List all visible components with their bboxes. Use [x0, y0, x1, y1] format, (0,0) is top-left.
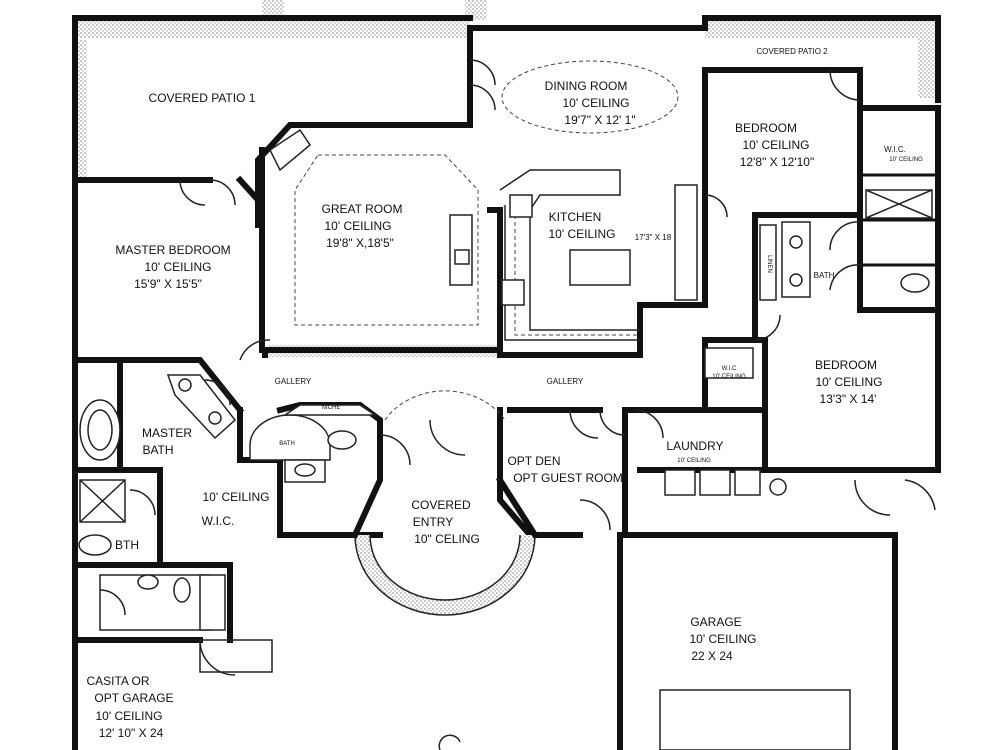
bedroom-3-ceiling: 10' CEILING [816, 375, 883, 389]
bedroom-3-label: BEDROOM [815, 358, 877, 372]
bedroom-3-size: 13'3" X 14' [820, 392, 877, 406]
kitchen-counters [499, 169, 698, 341]
master-bedroom-ceiling: 10' CEILING [145, 260, 212, 274]
master-bath-label-line2: BATH [142, 443, 173, 457]
door-swings [99, 59, 936, 750]
dining-room-size: 19'7" X 12' 1" [564, 113, 635, 127]
garage-ceiling: 10' CEILING [690, 632, 757, 646]
garage-size: 22 X 24 [691, 649, 733, 663]
bedroom-2-label: BEDROOM [735, 121, 797, 135]
wic-bedroom-2-label: W.I.C. [884, 145, 906, 154]
dining-room-label: DINING ROOM [545, 79, 628, 93]
great-room-label: GREAT ROOM [322, 202, 403, 216]
casita-label-line2: OPT GARAGE [94, 691, 173, 705]
laundry-ceiling: 10' CEILING [677, 458, 711, 464]
casita-label-line1: CASITA OR [86, 674, 149, 688]
bedroom-2-ceiling: 10' CEILING [743, 138, 810, 152]
casita-size: 12' 10" X 24 [99, 726, 164, 740]
wic-bedroom-2-ceiling: 10' CEILING [889, 157, 923, 163]
covered-patio-2-label: COVERED PATIO 2 [756, 47, 828, 56]
bedroom-bath-fixtures [759, 189, 933, 301]
master-bedroom-size: 15'9" X 15'5" [134, 277, 202, 291]
bedroom-2-size: 12'8" X 12'10" [740, 155, 815, 169]
hall-bath-fixtures [249, 404, 378, 483]
covered-patio-1-label: COVERED PATIO 1 [149, 91, 256, 105]
niche-label: NICHE [322, 405, 341, 411]
great-room-ceiling: 10' CEILING [325, 219, 392, 233]
covered-entry-label-line1: COVERED [411, 498, 471, 512]
wic-master-label: W.I.C. [202, 514, 235, 528]
kitchen-size: 17'3" X 18 [635, 233, 672, 242]
dining-room-ceiling: 10' CEILING [563, 96, 630, 110]
gallery-left-label: GALLERY [275, 377, 312, 386]
opt-den-label-line2: OPT GUEST ROOM [513, 471, 623, 485]
hall-bath-label: BATH [814, 271, 835, 280]
master-bath-fixtures [78, 374, 237, 631]
wic-master-ceiling: 10' CEILING [203, 490, 270, 504]
opt-den-label-line1: OPT DEN [507, 454, 560, 468]
wic-bedroom-3-ceiling: 10' CEILING [712, 374, 746, 380]
kitchen-ceiling: 10' CEILING [549, 227, 616, 241]
master-bath-label-line1: MASTER [142, 426, 192, 440]
linen-label: LINEN [766, 255, 772, 273]
wic-bedroom-3-label: W.I.C [722, 366, 737, 372]
casita-ceiling: 10' CEILING [96, 709, 163, 723]
interior-walls [75, 25, 941, 643]
master-bedroom-label: MASTER BEDROOM [115, 243, 230, 257]
bth-label: BTH [115, 538, 139, 552]
exterior-walls [72, 15, 941, 750]
laundry-fixtures [664, 347, 787, 496]
covered-entry-label-line2: ENTRY [413, 515, 453, 529]
great-room-size: 19'8" X,18'5" [326, 236, 394, 250]
covered-entry-ceiling: 10" CELING [414, 532, 480, 546]
powder-bath-label: BATH [279, 441, 295, 447]
gallery-right-label: GALLERY [547, 377, 584, 386]
ceiling-outlines [294, 60, 679, 421]
great-room-fixtures [269, 128, 473, 286]
covered-entry-arc [351, 457, 540, 616]
laundry-label: LAUNDRY [666, 439, 723, 453]
room-labels: COVERED PATIO 1 DINING ROOM 10' CEILING … [86, 47, 923, 740]
kitchen-label: KITCHEN [549, 210, 602, 224]
garage-label: GARAGE [690, 615, 741, 629]
